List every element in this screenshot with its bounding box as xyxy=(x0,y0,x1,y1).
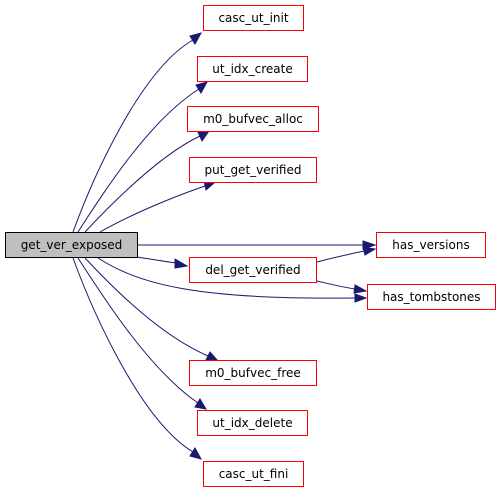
node-label: put_get_verified xyxy=(205,163,302,177)
edge-get-ver-exposed-to-has-tombstones xyxy=(97,257,368,303)
nodes: get_ver_exposed casc_ut_init ut_idx_crea… xyxy=(5,5,496,487)
node-label: m0_bufvec_alloc xyxy=(203,112,303,126)
edge-get-ver-exposed-to-casc-ut-init xyxy=(72,32,203,233)
node-label: casc_ut_fini xyxy=(219,467,289,481)
node-ut-idx-delete[interactable]: ut_idx_delete xyxy=(197,410,308,436)
edges xyxy=(72,32,377,460)
edge-get-ver-exposed-to-casc-ut-fini xyxy=(72,257,203,460)
node-label: ut_idx_create xyxy=(212,62,292,76)
node-label: m0_bufvec_free xyxy=(205,366,301,380)
node-ut-idx-create[interactable]: ut_idx_create xyxy=(197,56,308,82)
node-label: has_versions xyxy=(392,238,469,252)
node-casc-ut-fini[interactable]: casc_ut_fini xyxy=(203,461,304,487)
node-has-tombstones[interactable]: has_tombstones xyxy=(367,284,496,310)
node-has-versions[interactable]: has_versions xyxy=(376,232,486,258)
node-label: casc_ut_init xyxy=(218,11,288,25)
edge-del-get-verified-to-has-tombstones xyxy=(316,280,368,294)
node-label: has_tombstones xyxy=(382,290,480,304)
node-put-get-verified[interactable]: put_get_verified xyxy=(189,157,317,183)
node-label: get_ver_exposed xyxy=(21,238,123,252)
node-m0-bufvec-free[interactable]: m0_bufvec_free xyxy=(189,360,317,386)
edge-get-ver-exposed-to-ut-idx-delete xyxy=(77,257,207,410)
node-label: del_get_verified xyxy=(205,263,300,277)
edge-get-ver-exposed-to-ut-idx-create xyxy=(77,81,209,233)
node-del-get-verified[interactable]: del_get_verified xyxy=(189,257,317,283)
edge-get-ver-exposed-to-del-get-verified xyxy=(136,256,189,269)
node-get-ver-exposed[interactable]: get_ver_exposed xyxy=(5,232,138,258)
edge-get-ver-exposed-to-has-versions xyxy=(137,240,377,250)
node-casc-ut-init[interactable]: casc_ut_init xyxy=(203,5,304,31)
node-m0-bufvec-alloc[interactable]: m0_bufvec_alloc xyxy=(187,106,319,132)
node-label: ut_idx_delete xyxy=(212,416,292,430)
edge-get-ver-exposed-to-put-get-verified xyxy=(99,180,216,233)
edge-del-get-verified-to-has-versions xyxy=(316,246,377,263)
